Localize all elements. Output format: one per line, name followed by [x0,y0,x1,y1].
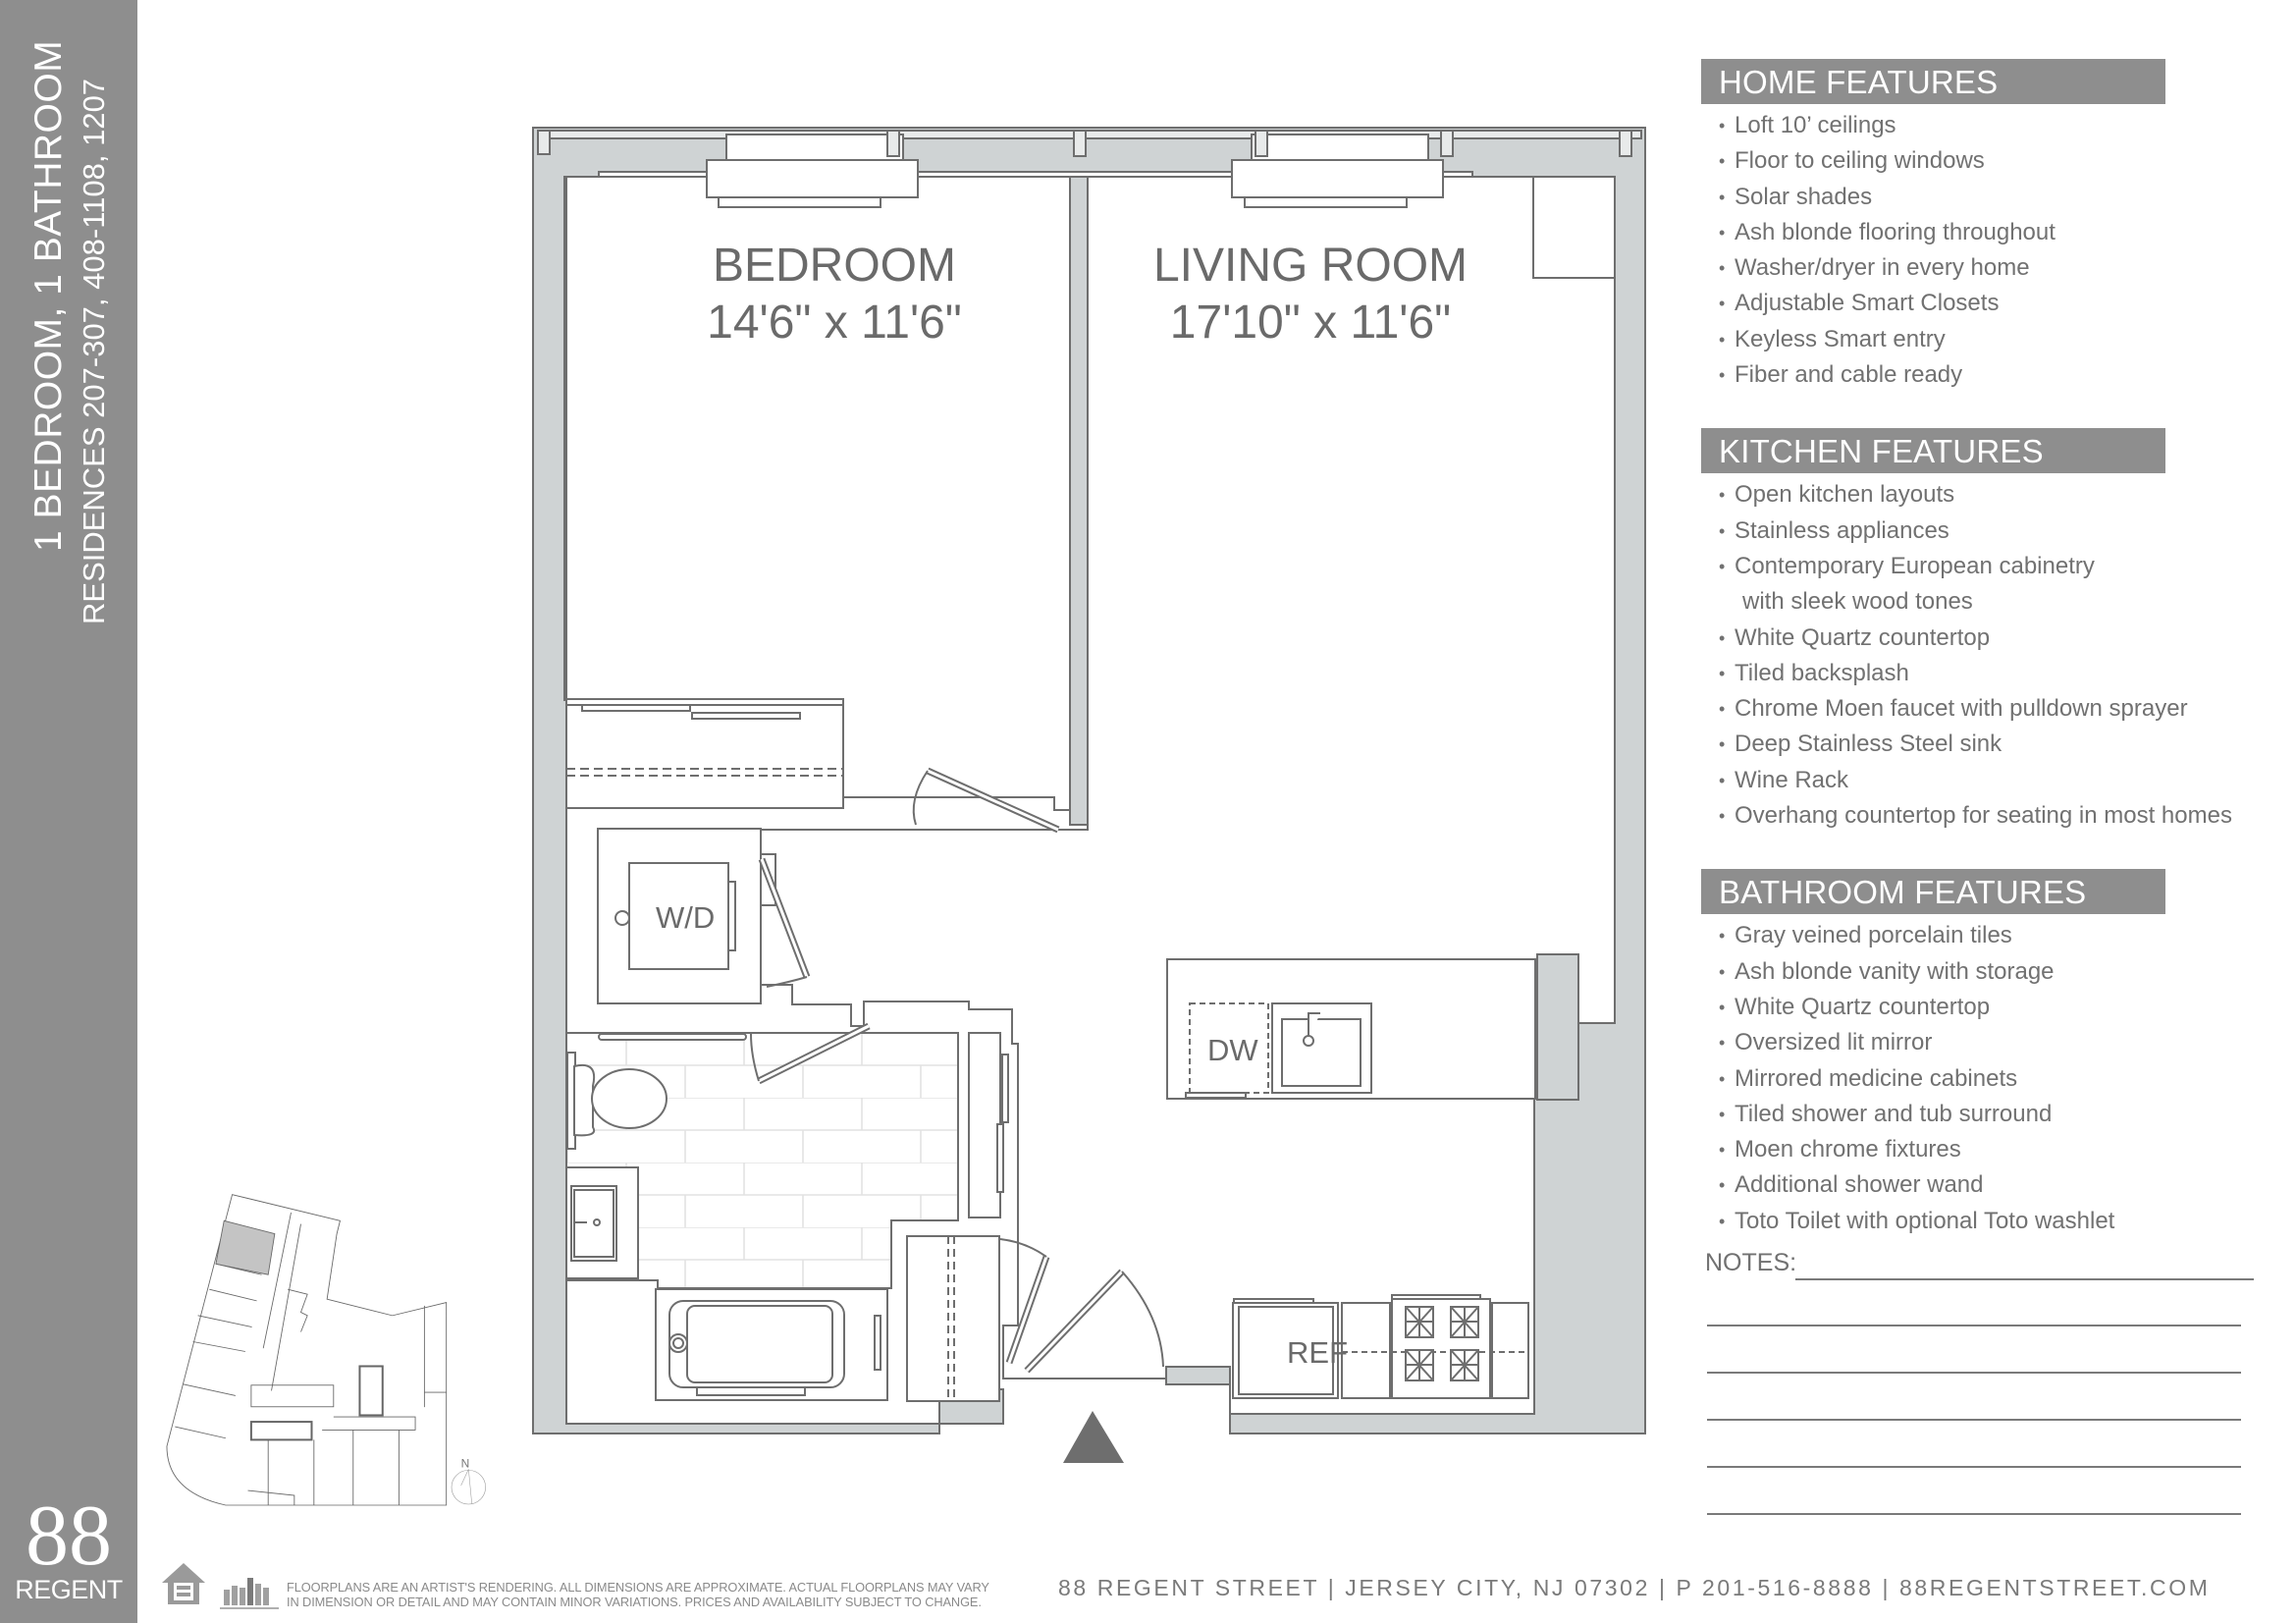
kitchen-column [1536,953,1579,1101]
keyplan: N [166,1194,486,1506]
list-item: •Oversized lit mirror [1719,1029,1933,1056]
notes-line[interactable] [1707,1325,2241,1326]
notes-line[interactable] [1795,1278,2254,1280]
equal-housing-opportunity-logo [162,1563,205,1604]
list-item: •Chrome Moen faucet with pulldown spraye… [1719,695,2188,723]
brand-word: REGENT [15,1575,123,1604]
kitchen-features-list: •Open kitchen layouts •Stainless applian… [1701,477,2290,834]
list-item: •Washer/dryer in every home [1719,254,2030,282]
linen-closet-doors [996,1054,1009,1193]
bedroom-dimensions: 14'6" x 11'6" [707,297,962,349]
floorplan: N BEDROOM 14'6" x 11'6" LIVING ROOM 17'1… [166,127,1646,1506]
refrigerator-label: REF [1287,1335,1348,1370]
notes-line[interactable] [1707,1466,2241,1468]
footer-address: 88 REGENT STREET | JERSEY CITY, NJ 07302… [1058,1575,2211,1600]
bathroom-features-header: BATHROOM FEATURES [1701,869,2165,915]
washer-dryer-label: W/D [656,900,716,935]
list-item: •Moen chrome fixtures [1719,1136,1961,1163]
home-features-header: HOME FEATURES [1701,59,2165,104]
notes-label: NOTES: [1705,1249,1797,1276]
list-item: •Deep Stainless Steel sink [1719,730,2002,758]
laundry-door [758,857,811,988]
list-item: •Loft 10’ ceilings [1719,112,1896,138]
floorplan-drawing: N [166,127,1646,1506]
list-item: •White Quartz countertop [1719,623,1991,651]
list-item: •Toto Toilet with optional Toto washlet [1719,1207,2115,1234]
bedroom-door [912,767,1060,834]
notes-line[interactable] [1707,1372,2241,1374]
footer-disclaimer: FLOORPLANS ARE AN ARTIST'S RENDERING. AL… [287,1580,989,1609]
list-item: •Stainless appliances [1719,516,1949,544]
entry-triangle-icon [1063,1411,1124,1463]
list-item: •White Quartz countertop [1719,993,1991,1020]
bedroom-name: BEDROOM [712,240,956,292]
list-item: •Keyless Smart entry [1719,325,1946,352]
living-room-dimensions: 17'10" x 11'6" [1169,297,1452,349]
bedroom-label: BEDROOM 14'6" x 11'6" [687,238,982,352]
list-item: •Tiled shower and tub surround [1719,1100,2053,1127]
bathroom-features-list: •Gray veined porcelain tiles •Ash blonde… [1701,918,2290,1239]
list-item: •Additional shower wand [1719,1171,1984,1199]
list-item: •Adjustable Smart Closets [1719,290,2000,317]
list-item: •Floor to ceiling windows [1719,147,1985,175]
bedroom-closet [565,704,844,809]
list-item: •Open kitchen layouts [1719,481,1955,509]
svg-text:N: N [461,1457,470,1471]
list-item: •Mirrored medicine cabinets [1719,1064,2018,1092]
brand-number: 88 [26,1488,112,1584]
notes-line[interactable] [1707,1419,2241,1421]
sidebar: 1 BEDROOM, 1 BATHROOM RESIDENCES 207-307… [0,0,137,1623]
marketing-directors-logo [220,1578,279,1609]
washer-dryer [614,862,736,970]
list-item: •Gray veined porcelain tiles [1719,922,2012,949]
living-room-label: LIVING ROOM 17'10" x 11'6" [1139,238,1482,352]
bathroom-fixtures [565,1033,888,1401]
windows [537,130,1642,208]
notes-section: NOTES: [1705,1249,2255,1515]
list-item: •Ash blonde flooring throughout [1719,218,2056,245]
kitchen-features: KITCHEN FEATURES •Open kitchen layouts •… [1701,428,2290,834]
bathroom-features: BATHROOM FEATURES •Gray veined porcelain… [1701,869,2290,1239]
kitchen-features-header: KITCHEN FEATURES [1701,428,2165,474]
list-item: •Solar shades [1719,183,1873,210]
hall-closet-door [947,1236,1050,1401]
kitchen-island-counter [1166,958,1536,1100]
dishwasher-label: DW [1207,1033,1258,1067]
bathroom-door [750,1022,871,1085]
interior-wall [1069,176,1089,826]
living-room-name: LIVING ROOM [1152,240,1468,292]
list-item: •Ash blonde vanity with storage [1719,957,2055,985]
list-item: •Fiber and cable ready [1719,361,1963,389]
list-item: •Tiled backsplash [1719,659,1909,686]
notes-line[interactable] [1707,1513,2241,1515]
features-panel: HOME FEATURES •Loft 10’ ceilings •Floor … [1701,59,2290,1274]
list-item: •Wine Rack [1719,766,1849,793]
burner-icons [1405,1306,1479,1381]
living-room-floor [760,176,1616,1415]
list-item: •Overhang countertop for seating in most… [1719,802,2232,830]
kitchen-appliances [1232,1294,1529,1399]
linen-closet [968,1032,1001,1218]
brand-logo: 88 REGENT [0,1488,137,1604]
closet-doors [566,704,843,777]
entry-door [1024,1269,1164,1374]
home-features-list: •Loft 10’ ceilings •Floor to ceiling win… [1701,108,2290,393]
home-features: HOME FEATURES •Loft 10’ ceilings •Floor … [1701,59,2290,393]
